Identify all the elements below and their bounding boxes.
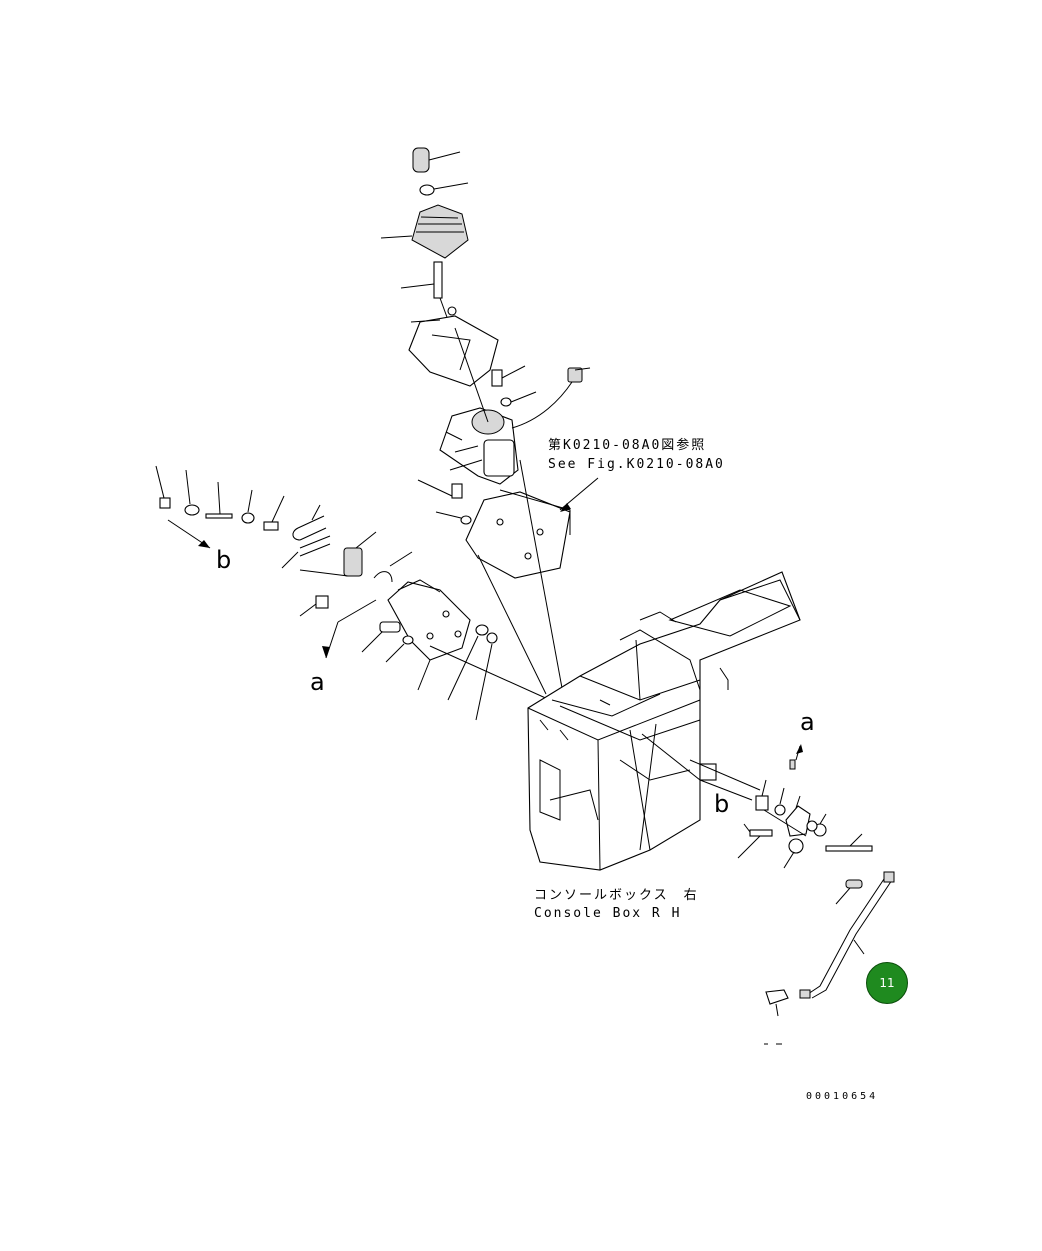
console-box [527, 571, 801, 871]
console-label-en: Console Box R H [534, 906, 682, 921]
view-marker-a-left: a [310, 668, 325, 696]
pilot-valve [439, 327, 519, 485]
rubber-boot [380, 204, 469, 259]
document-number: 00010654 [806, 1091, 879, 1102]
cover-plate [408, 306, 499, 387]
left-bracket [322, 579, 551, 721]
callout-badge[interactable]: 11 [866, 962, 908, 1004]
lever-knob [412, 147, 461, 173]
valve-bracket [417, 477, 599, 579]
pilot-harness [511, 367, 591, 429]
lever-rod [400, 261, 449, 321]
view-marker-b-right: b [714, 790, 730, 818]
left-hardware-row [155, 465, 413, 617]
reference-label-jp: 第K0210-08A0図参照 [548, 438, 707, 453]
view-marker-b-left: b [216, 546, 232, 574]
view-marker-a-right: a [800, 708, 815, 736]
pilot-hose [764, 871, 895, 1045]
right-hardware [689, 744, 873, 869]
valve-bolt [491, 365, 537, 407]
reference-label-en: See Fig.K0210-08A0 [548, 457, 725, 472]
console-label-jp: コンソールボックス 右 [534, 888, 699, 903]
knob-nut [419, 182, 469, 196]
